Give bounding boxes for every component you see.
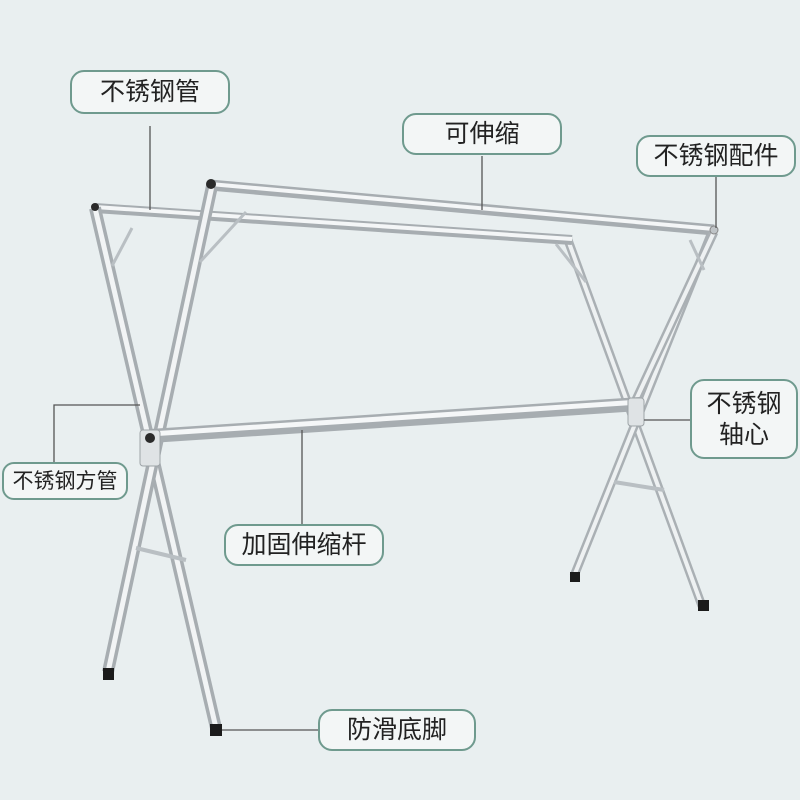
label-steel-axis: 不锈钢 轴心: [690, 379, 798, 459]
label-steel-fittings: 不锈钢配件: [636, 135, 796, 177]
label-steel-axis-line2: 轴心: [718, 420, 769, 449]
label-reinforced-rod: 加固伸缩杆: [224, 524, 384, 566]
anti-slip-feet: [103, 572, 709, 736]
leader-lines: [53, 126, 717, 731]
top-rear-rail: [94, 203, 573, 245]
top-front-rail: [209, 179, 715, 236]
pivot-joints: [91, 179, 719, 467]
label-antislip-feet: 防滑底脚: [318, 709, 476, 751]
reinforced-telescopic-rod: [149, 397, 641, 443]
label-telescopic: 可伸缩: [402, 113, 562, 155]
label-square-tube: 不锈钢方管: [2, 462, 128, 500]
label-steel-tube: 不锈钢管: [70, 70, 230, 114]
left-x-legs: [89, 184, 248, 730]
right-front-x-legs: [554, 230, 719, 406]
label-steel-axis-line1: 不锈钢: [706, 388, 782, 418]
